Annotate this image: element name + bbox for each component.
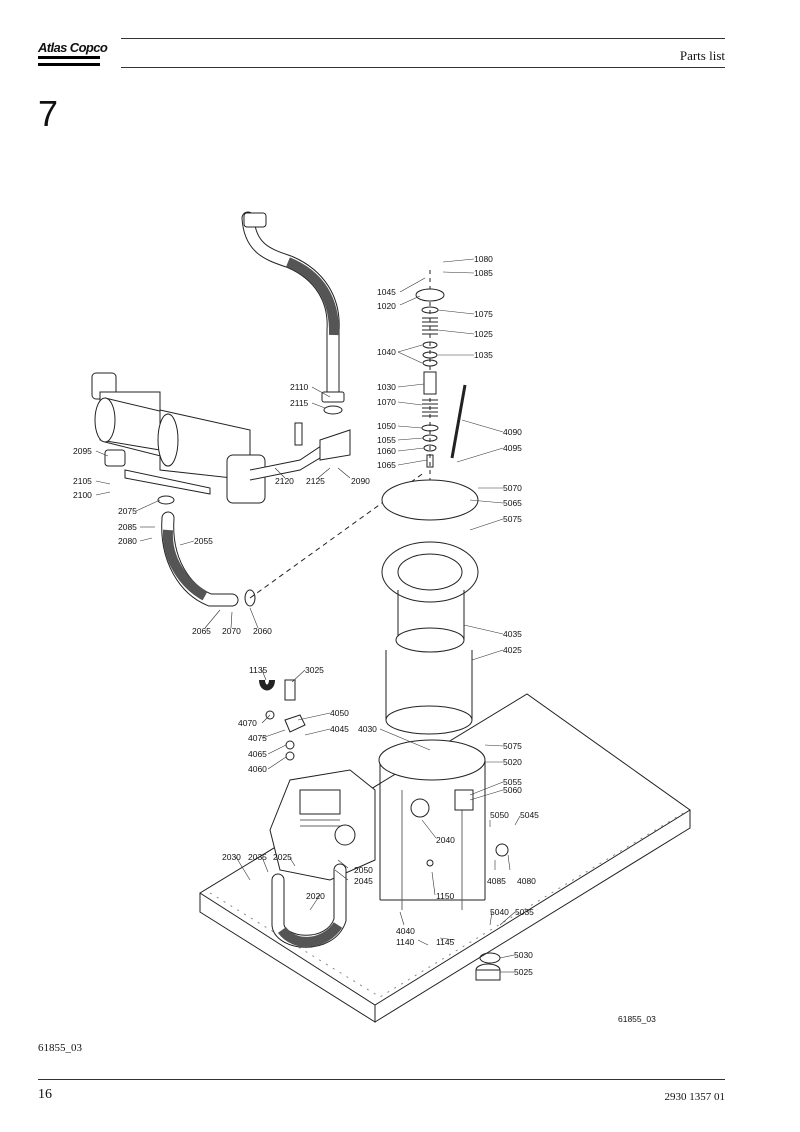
callout-2095: 2095 xyxy=(73,446,92,456)
callout-4060: 4060 xyxy=(248,764,267,774)
callout-5065: 5065 xyxy=(503,498,522,508)
callout-2105: 2105 xyxy=(73,476,92,486)
callout-3025: 3025 xyxy=(305,665,324,675)
atlas-copco-logo: Atlas Copco xyxy=(38,38,108,68)
header-rule-bottom xyxy=(121,67,725,68)
logo-wordmark: Atlas Copco xyxy=(38,40,108,55)
callout-2050: 2050 xyxy=(354,865,373,875)
logo-bar-top xyxy=(38,56,100,59)
callout-2090: 2090 xyxy=(351,476,370,486)
callout-4045: 4045 xyxy=(330,724,349,734)
callout-1050: 1050 xyxy=(377,421,396,431)
callout-2085: 2085 xyxy=(118,522,137,532)
callout-1020: 1020 xyxy=(377,301,396,311)
valve-stack xyxy=(415,270,467,480)
callout-2080: 2080 xyxy=(118,536,137,546)
callout-1065: 1065 xyxy=(377,460,396,470)
footer-rule xyxy=(38,1079,725,1080)
page-title: Parts list xyxy=(679,48,725,63)
callout-2065: 2065 xyxy=(192,626,211,636)
callout-4090: 4090 xyxy=(503,427,522,437)
callout-2025: 2025 xyxy=(273,852,292,862)
logo-bar-bottom xyxy=(38,63,100,66)
drawing-id-label: 61855_03 xyxy=(618,1014,656,1024)
callout-1030: 1030 xyxy=(377,382,396,392)
callout-2045: 2045 xyxy=(354,876,373,886)
callout-5070: 5070 xyxy=(503,483,522,493)
figure-caption: 61855_03 xyxy=(38,1042,82,1054)
section-number: 7 xyxy=(38,93,59,134)
callout-5075: 5075 xyxy=(503,514,522,524)
callout-5020: 5020 xyxy=(503,757,522,767)
compressor-element xyxy=(269,769,376,881)
lower-left-hose xyxy=(157,471,426,607)
callout-5055: 5055 xyxy=(503,777,522,787)
callout-2030: 2030 xyxy=(222,852,241,862)
callout-2040: 2040 xyxy=(436,835,455,845)
callout-5035: 5035 xyxy=(515,907,534,917)
callout-1150: 1150 xyxy=(436,891,455,901)
callout-4030: 4030 xyxy=(358,724,377,734)
callout-4070: 4070 xyxy=(238,718,257,728)
callout-4050: 4050 xyxy=(330,708,349,718)
callout-1140: 1140 xyxy=(396,937,415,947)
callout-1060: 1060 xyxy=(377,446,396,456)
callout-labels: 1080 1085 1045 1020 1075 1025 1040 1035 … xyxy=(73,254,656,1024)
callout-1135: 1135 xyxy=(249,665,268,675)
small-parts xyxy=(259,679,509,981)
callout-1035: 1035 xyxy=(474,350,493,360)
callout-2055: 2055 xyxy=(194,536,213,546)
callout-2075: 2075 xyxy=(118,506,137,516)
callout-2115: 2115 xyxy=(290,398,309,408)
callout-2070: 2070 xyxy=(222,626,241,636)
callout-4085: 4085 xyxy=(487,876,506,886)
cooler-assembly xyxy=(91,372,351,504)
page-number: 16 xyxy=(38,1087,52,1102)
callout-4040: 4040 xyxy=(396,926,415,936)
callout-2035: 2035 xyxy=(248,852,267,862)
document-number: 2930 1357 01 xyxy=(664,1091,726,1103)
callout-2110: 2110 xyxy=(290,382,309,392)
callout-1045: 1045 xyxy=(377,287,396,297)
callout-4075: 4075 xyxy=(248,733,267,743)
callout-4080: 4080 xyxy=(517,876,536,886)
callout-4035: 4035 xyxy=(503,629,522,639)
callout-2020: 2020 xyxy=(306,891,325,901)
callout-1075: 1075 xyxy=(474,309,493,319)
callout-1040: 1040 xyxy=(377,347,396,357)
callout-1025: 1025 xyxy=(474,329,493,339)
callout-5050: 5050 xyxy=(490,810,509,820)
callout-1145: 1145 xyxy=(436,937,455,947)
callout-2120: 2120 xyxy=(275,476,294,486)
callout-5045: 5045 xyxy=(520,810,539,820)
separator-vessel xyxy=(378,479,486,910)
callout-5060: 5060 xyxy=(503,785,522,795)
callout-1080: 1080 xyxy=(474,254,493,264)
callout-5025: 5025 xyxy=(514,967,533,977)
callout-1070: 1070 xyxy=(377,397,396,407)
leader-lines xyxy=(95,258,521,973)
callout-5075-b: 5075 xyxy=(503,741,522,751)
callout-5040: 5040 xyxy=(490,907,509,917)
lower-hose xyxy=(271,863,347,948)
callout-5030: 5030 xyxy=(514,950,533,960)
callout-2125: 2125 xyxy=(306,476,325,486)
header-rule-top xyxy=(121,38,725,39)
callout-4095: 4095 xyxy=(503,443,522,453)
callout-1055: 1055 xyxy=(377,435,396,445)
upper-hose xyxy=(241,211,345,415)
callout-4025: 4025 xyxy=(503,645,522,655)
callout-1085: 1085 xyxy=(474,268,493,278)
callout-2060: 2060 xyxy=(253,626,272,636)
callout-4065: 4065 xyxy=(248,749,267,759)
callout-2100: 2100 xyxy=(73,490,92,500)
